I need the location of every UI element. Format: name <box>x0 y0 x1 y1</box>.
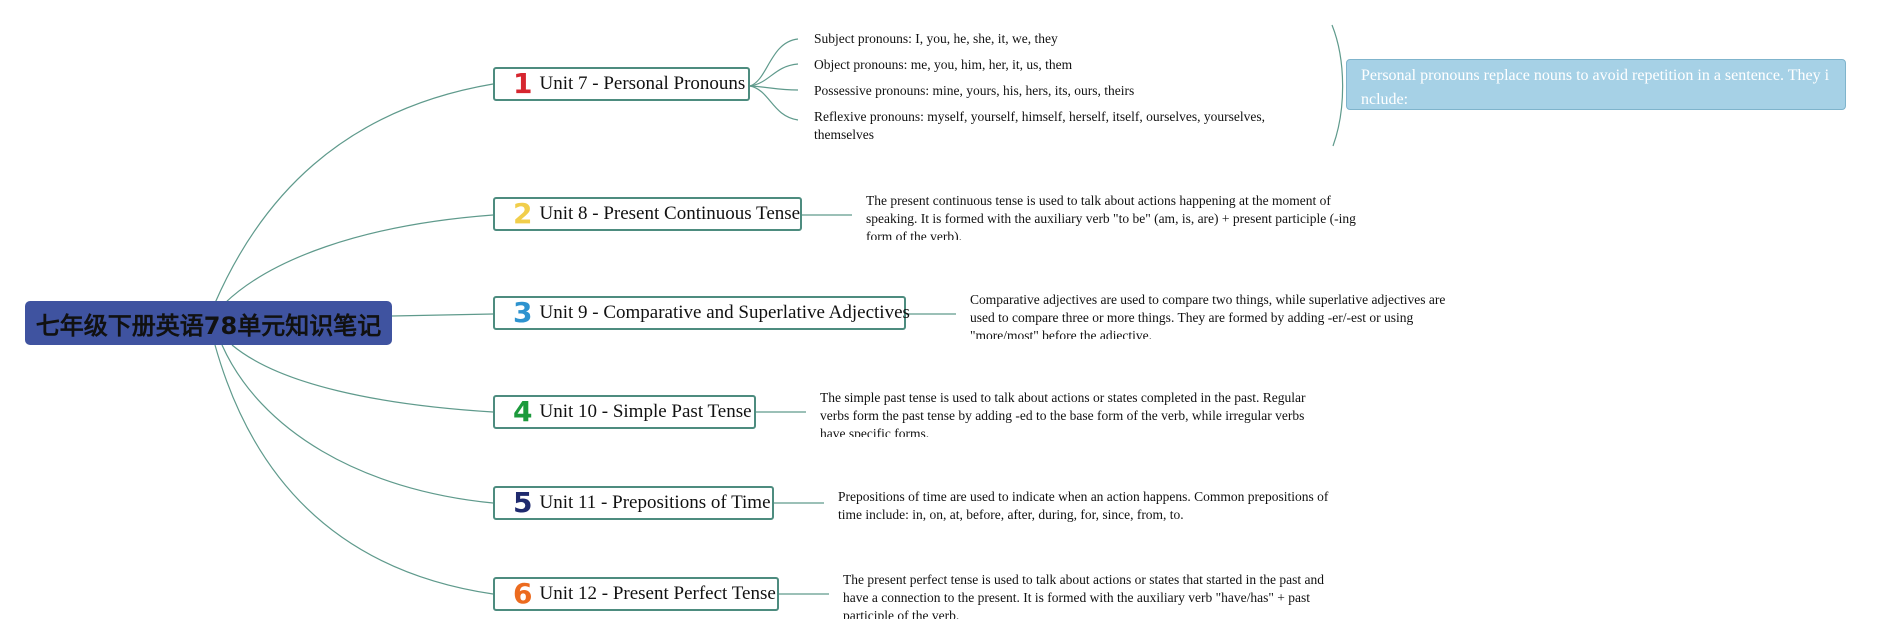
unit-9-node[interactable]: 3 Unit 9 - Comparative and Superlative A… <box>493 296 910 330</box>
unit-10-node[interactable]: 4 Unit 10 - Simple Past Tense <box>493 395 756 429</box>
object-pronouns-item[interactable]: Object pronouns: me, you, him, her, it, … <box>814 57 1073 72</box>
unit-12-note[interactable]: The present perfect tense is used to tal… <box>843 572 1324 619</box>
number-2-icon: 2 <box>513 197 533 230</box>
unit-8-note[interactable]: The present continuous tense is used to … <box>866 193 1356 240</box>
connector-unit7-subject <box>749 38 799 87</box>
connector-unit7-possessive <box>749 85 799 91</box>
unit-7-node[interactable]: 1 Unit 7 - Personal Pronouns <box>493 67 750 101</box>
number-4-icon: 4 <box>513 395 533 428</box>
unit-9-label: Unit 9 - Comparative and Superlative Adj… <box>539 302 910 323</box>
connector-unit7-object <box>749 63 799 87</box>
root-node[interactable]: 七年级下册英语78单元知识笔记 <box>25 301 392 345</box>
connector-pronouns-bracket <box>1331 24 1344 147</box>
number-1-icon: 1 <box>513 67 533 100</box>
possessive-pronouns-item[interactable]: Possessive pronouns: mine, yours, his, h… <box>814 83 1135 98</box>
number-6-icon: 6 <box>513 577 533 610</box>
pronouns-summary-callout[interactable]: Personal pronouns replace nouns to avoid… <box>1346 59 1846 110</box>
unit-11-label: Unit 11 - Prepositions of Time <box>539 492 771 513</box>
connector-root-unit11 <box>221 344 494 504</box>
number-3-icon: 3 <box>513 296 533 329</box>
root-title: 七年级下册英语78单元知识笔记 <box>35 311 382 340</box>
connector-root-unit7 <box>214 83 494 304</box>
unit-9-note[interactable]: Comparative adjectives are used to compa… <box>970 292 1446 339</box>
subject-pronouns-item[interactable]: Subject pronouns: I, you, he, she, it, w… <box>814 31 1058 46</box>
unit-7-label: Unit 7 - Personal Pronouns <box>539 73 746 94</box>
number-5-icon: 5 <box>513 486 533 519</box>
unit-12-node[interactable]: 6 Unit 12 - Present Perfect Tense <box>493 577 779 611</box>
unit-11-note[interactable]: Prepositions of time are used to indicat… <box>838 489 1329 522</box>
connector-root-unit8 <box>224 214 494 304</box>
unit-8-node[interactable]: 2 Unit 8 - Present Continuous Tense <box>493 197 802 231</box>
connector-root-unit9 <box>391 313 494 317</box>
connector-unit7-reflexive <box>749 85 799 121</box>
connector-root-unit12 <box>214 344 494 595</box>
unit-8-label: Unit 8 - Present Continuous Tense <box>539 203 801 224</box>
reflexive-pronouns-item[interactable]: Reflexive pronouns: myself, yourself, hi… <box>814 109 1266 142</box>
unit-11-node[interactable]: 5 Unit 11 - Prepositions of Time <box>493 486 774 520</box>
connector-root-unit10 <box>231 344 494 413</box>
unit-12-label: Unit 12 - Present Perfect Tense <box>539 583 776 604</box>
unit-10-label: Unit 10 - Simple Past Tense <box>539 401 752 422</box>
unit-10-note[interactable]: The simple past tense is used to talk ab… <box>820 390 1306 437</box>
